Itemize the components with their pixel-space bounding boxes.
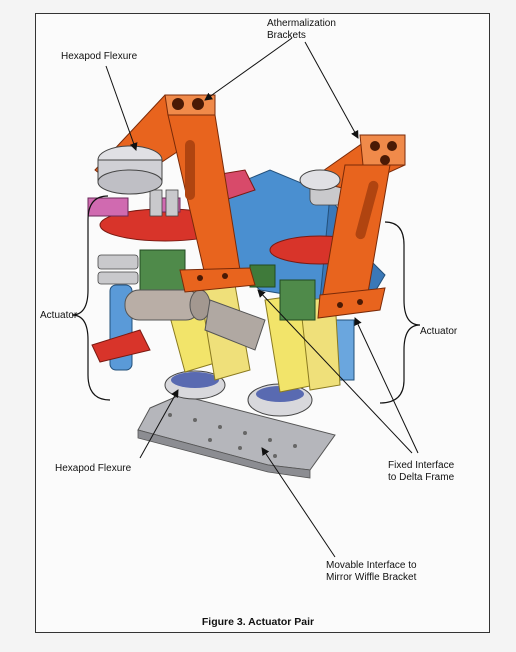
right-athermalization-bracket xyxy=(308,134,406,319)
actuator-left-label: Actuator xyxy=(40,310,78,321)
movable-interface-line1: Movable Interface to xyxy=(326,560,417,571)
athermalization-label: Athermalization Brackets xyxy=(267,18,336,42)
right-actuator-brace xyxy=(379,221,421,404)
actuator-right-label: Actuator xyxy=(420,326,458,337)
figure-caption: Figure 3. Actuator Pair xyxy=(201,616,315,628)
leader-lines xyxy=(105,37,419,558)
hexapod-flexure-top-label: Hexapod Flexure xyxy=(61,51,138,62)
fixed-interface-line1: Fixed Interface xyxy=(388,460,455,471)
fixed-interface-line2: to Delta Frame xyxy=(388,472,455,483)
athermalization-line2: Brackets xyxy=(267,30,306,41)
movable-interface-label: Movable Interface to Mirror Wiffle Brack… xyxy=(326,560,417,584)
gray-cylinder xyxy=(124,289,266,351)
bottom-flexure-rings xyxy=(164,370,313,417)
left-actuator-brace xyxy=(71,195,111,401)
fixed-interface-label: Fixed Interface to Delta Frame xyxy=(388,460,454,484)
hexapod-flexure-bottom-label: Hexapod Flexure xyxy=(55,463,132,474)
movable-interface-line2: Mirror Wiffle Bracket xyxy=(326,572,417,583)
top-flexure xyxy=(97,145,341,195)
athermalization-line1: Athermalization xyxy=(267,18,336,29)
